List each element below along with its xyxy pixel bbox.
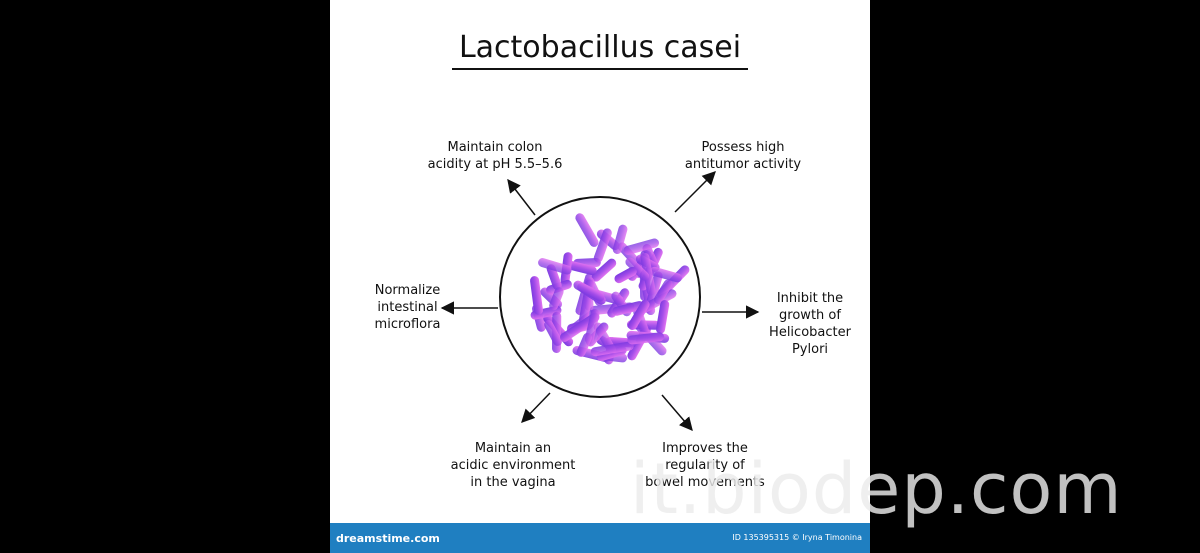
bacteria-cluster — [530, 213, 690, 365]
bacterium-rod — [591, 258, 617, 282]
stock-footer-bar: dreamstime.com ID 135395315 © Iryna Timo… — [330, 523, 870, 553]
bacterium-rod — [593, 228, 612, 263]
bacterium-rod — [565, 260, 597, 276]
diagram-canvas — [440, 171, 760, 432]
arrow-bottom-right — [661, 394, 693, 432]
stock-id-text: ID 135395315 © Iryna Timonina — [732, 533, 862, 542]
bacterium-rod — [649, 266, 682, 283]
bacterium-rod — [546, 264, 562, 290]
bacterium-rod — [628, 299, 650, 330]
label-colon-acidity: Maintain colon acidity at pH 5.5–5.6 — [427, 140, 563, 172]
title-underline — [452, 68, 748, 70]
bacterium-rod — [612, 301, 644, 316]
label-helicobacter: Inhibit the growth of Helicobacter Pylor… — [769, 291, 851, 357]
bacterium-rod — [538, 258, 572, 275]
brand-logo-text: dreamstime.com — [336, 532, 440, 545]
arrow-bottom-left — [521, 392, 551, 423]
bacterium-rod — [549, 287, 564, 311]
bacterium-rod — [575, 213, 599, 247]
arrow-top-right — [674, 171, 716, 213]
bacterium-rod — [623, 238, 660, 255]
label-vaginal-environment: Maintain an acidic environment in the va… — [450, 441, 576, 490]
label-antitumor: Possess high antitumor activity — [684, 140, 802, 172]
infographic-panel: Lactobacillus casei Maintain colon acidi… — [330, 0, 870, 553]
bacterium-rod — [625, 257, 650, 281]
bacterium-rod — [576, 332, 593, 357]
bacterium-rod — [544, 320, 563, 346]
arrow-top-left — [507, 178, 536, 216]
label-bowel-regularity: Improves the regularity of bowel movemen… — [645, 441, 765, 490]
bacterium-rod — [614, 266, 637, 284]
bacterium-rod — [653, 279, 673, 305]
bacterium-rod — [612, 224, 628, 254]
bacterium-rod — [656, 300, 670, 334]
bacterium-rod — [627, 332, 665, 345]
site-watermark: it.biodep.com — [630, 448, 1123, 530]
bacterium-rod — [590, 341, 634, 357]
bacterium-rod — [573, 280, 605, 302]
label-intestinal-microflora: Normalize intestinal microflora — [374, 283, 441, 332]
diagram-title: Lactobacillus casei — [458, 30, 742, 65]
bacterium-rod — [530, 276, 543, 315]
